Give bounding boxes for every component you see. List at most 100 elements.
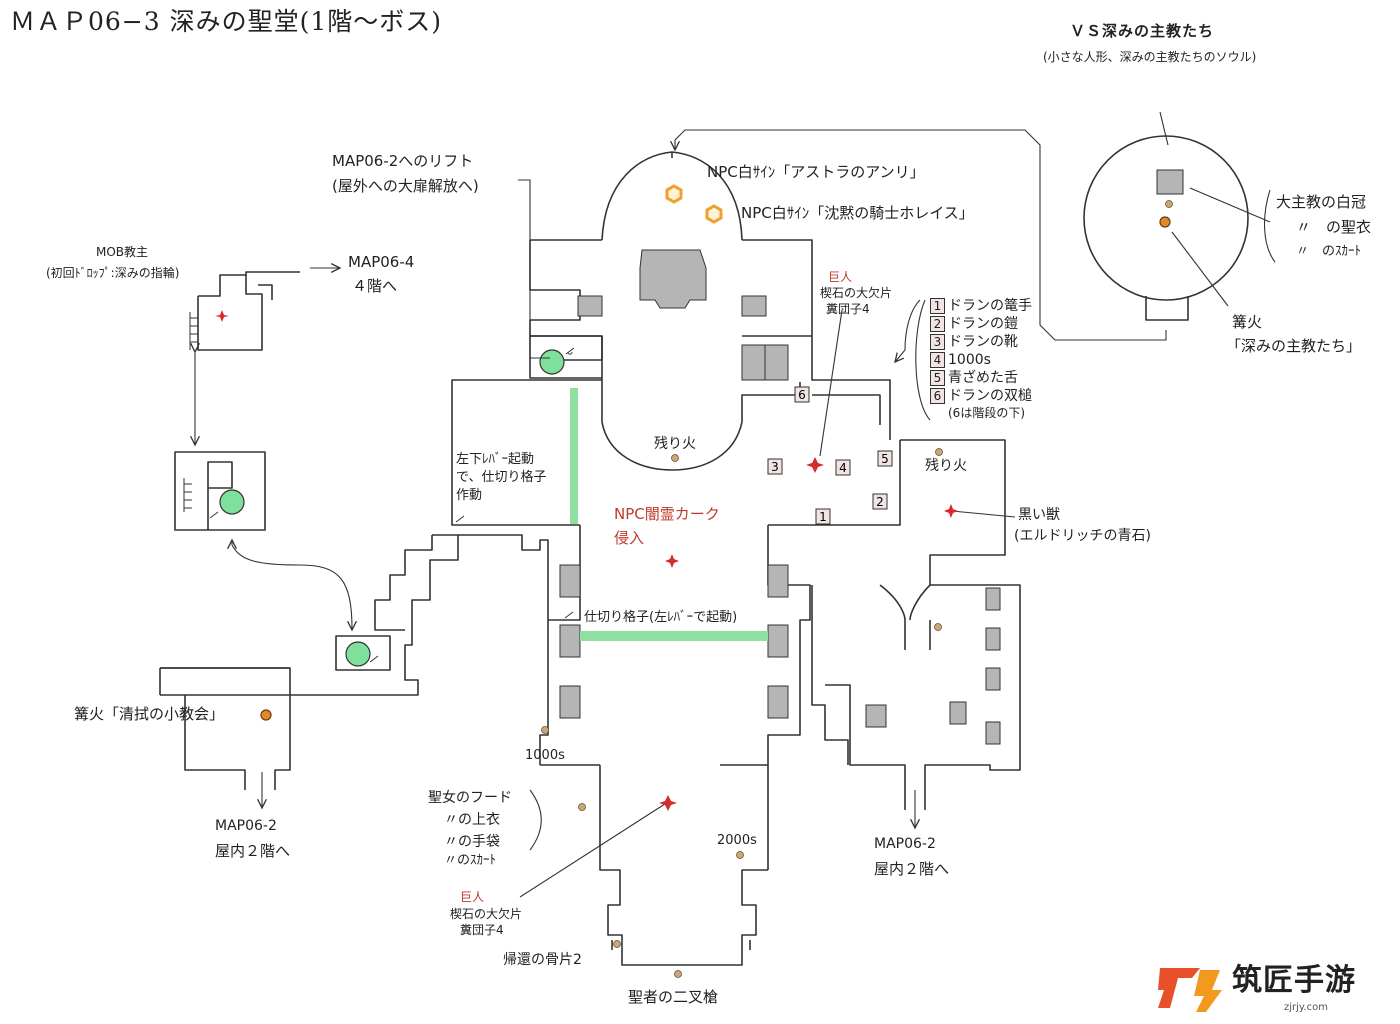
pillar [764, 344, 789, 381]
giant-bottom-item2: 糞団子4 [460, 923, 504, 937]
bonfire-icon [1159, 216, 1171, 228]
site-logo-mark [1158, 968, 1222, 1012]
boss-altar [1156, 169, 1184, 195]
item-dot [1165, 200, 1173, 208]
item-dot [578, 803, 586, 811]
enemy-marker [659, 795, 677, 811]
npc-sign-icon [665, 184, 683, 204]
item-dot [613, 940, 621, 948]
pillar [767, 564, 789, 598]
giant-top-name: 巨人 [828, 270, 853, 284]
pillar [985, 667, 1001, 691]
boss-route-arrow [675, 129, 1167, 341]
giant-top-item2: 糞団子4 [826, 302, 870, 316]
lift-pad [539, 349, 565, 375]
item-box-5: 5 [877, 450, 893, 467]
southwest-annex [160, 535, 768, 766]
exit-right-line1: MAP06-2 [874, 836, 936, 852]
npc-invader-1: NPC闇霊カーク [614, 505, 720, 523]
svg-text:1: 1 [819, 510, 827, 524]
lift-shaft-upper [197, 271, 300, 351]
svg-text:5: 5 [881, 452, 889, 466]
enemy-marker [806, 457, 824, 473]
lift-shaft-lower [335, 635, 391, 671]
npc-sign-icon [705, 204, 723, 224]
south-nave [599, 765, 768, 966]
spear-label: 聖者の二叉槍 [628, 988, 719, 1006]
page-title: ＭＡＰ06−3 深みの聖堂(1階〜ボス) [10, 7, 443, 36]
souls-2000-label: 2000s [717, 833, 757, 848]
pillar [985, 721, 1001, 745]
pillar [949, 701, 967, 725]
ember-label-2: 残り火 [925, 458, 967, 474]
item-box-2: 2 [872, 493, 888, 510]
item-dot [541, 726, 549, 734]
bonfire-icon [260, 709, 272, 721]
exit-left-line1: MAP06-2 [215, 818, 277, 834]
item-dot [671, 454, 679, 462]
saint-item-3: 〃の手袋 [444, 834, 500, 850]
east-annex [825, 439, 1021, 810]
site-logo-name: 筑匠手游 [1232, 963, 1356, 998]
item-box-3: 3 [767, 458, 783, 475]
enemy-marker [944, 504, 958, 518]
lift-pad [345, 641, 371, 667]
pillar [741, 344, 767, 381]
choir-hall [451, 379, 901, 526]
giant-bottom-item1: 楔石の大欠片 [450, 907, 523, 921]
item-box-6: 6 [794, 386, 810, 403]
saint-item-1: 聖女のフード [428, 790, 512, 806]
svg-text:3: 3 [771, 460, 779, 474]
altar [639, 249, 707, 309]
pillar [865, 704, 887, 728]
pillar [767, 624, 789, 658]
boss-item-3: 〃 のｽｶｰﾄ [1296, 244, 1362, 259]
lever-note-3: 作動 [456, 488, 483, 503]
map4-line1: MAP06-4 [348, 253, 415, 271]
pillar [741, 295, 767, 317]
exit-right-line2: 屋内２階へ [874, 860, 950, 878]
bonfire-room [159, 667, 290, 696]
ember-label-1: 残り火 [654, 436, 696, 452]
item-dot [934, 623, 942, 631]
enemy-marker [665, 554, 679, 568]
lift-shaft-middle [174, 451, 266, 531]
pillar [985, 587, 1001, 611]
nave [458, 525, 811, 870]
giant-bottom-name: 巨人 [460, 890, 485, 904]
lift-pad [219, 489, 245, 515]
pillar [985, 627, 1001, 651]
bonfire-left-label: 篝火「清拭の小教会」 [74, 705, 225, 723]
legend-note: (6は階段の下) [948, 406, 1025, 420]
grate-vertical [570, 388, 578, 524]
item-box-1: 1 [815, 508, 831, 525]
lift-link-arrow [231, 544, 352, 630]
mob-drop: (初回ﾄﾞﾛｯﾌﾟ:深みの指輪) [46, 266, 180, 280]
pillar [577, 295, 603, 317]
boss-heading: ＶＳ深みの主教たち [1070, 22, 1215, 40]
black-beast-name: 黒い獣 [1018, 507, 1060, 523]
site-logo-url: zjrjy.com [1284, 1002, 1328, 1013]
item-box-4: 4 [835, 459, 851, 476]
homeward-bone-label: 帰還の骨片2 [503, 952, 582, 968]
boss-item-2: 〃 の聖衣 [1296, 218, 1372, 236]
item-dot [674, 970, 682, 978]
svg-text:4: 4 [839, 461, 847, 475]
saint-item-2: 〃の上衣 [444, 812, 500, 828]
lever-note-1: 左下ﾚﾊﾞｰ起動 [456, 452, 535, 467]
lever-note-2: で、仕切り格子 [456, 470, 547, 485]
grate-horizontal [580, 631, 768, 641]
pillar [559, 564, 581, 598]
item-dot [935, 448, 943, 456]
souls-1000-label: 1000s [525, 748, 565, 763]
boss-bonfire-name: 「深みの主教たち」 [1226, 337, 1362, 355]
pillar [559, 624, 581, 658]
boss-drops: (小さな人形、深みの主教たちのソウル) [1043, 50, 1257, 64]
